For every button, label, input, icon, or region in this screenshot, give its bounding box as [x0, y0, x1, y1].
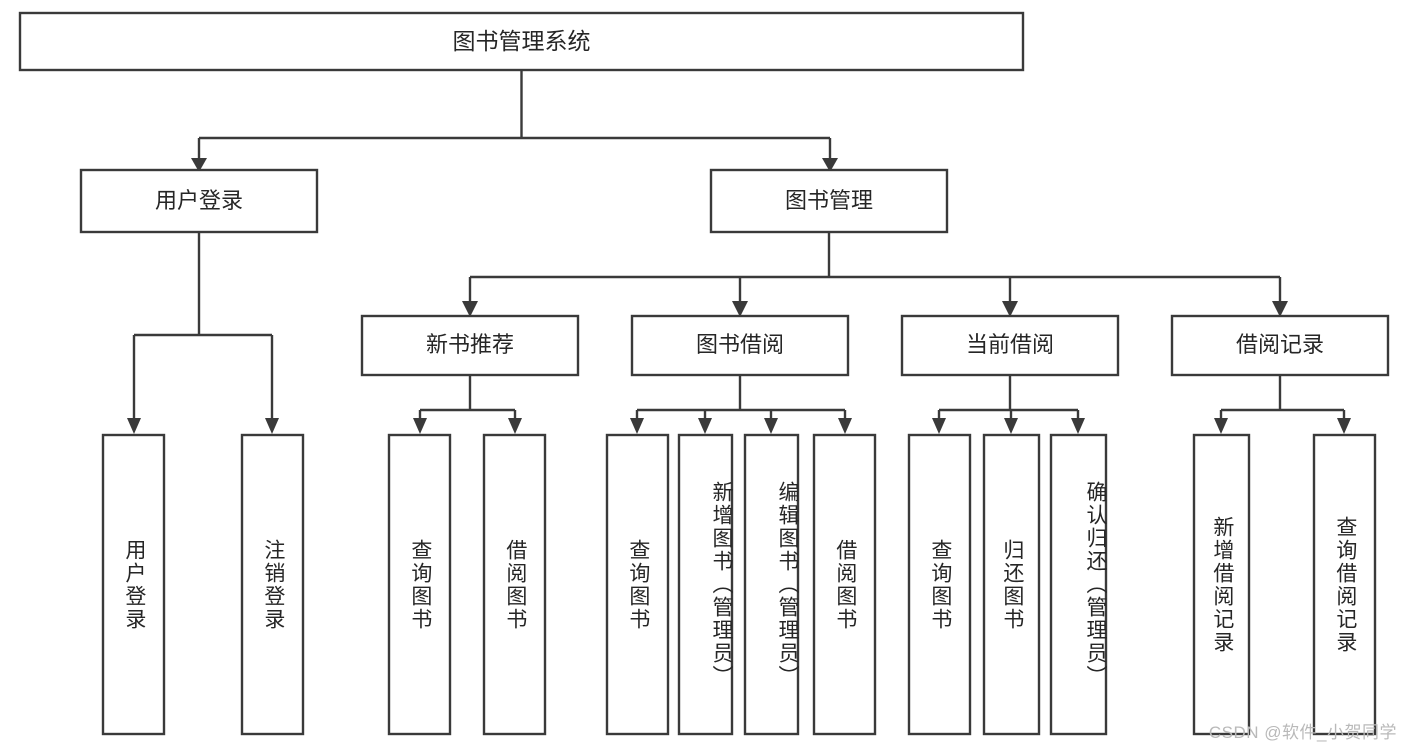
leaf-box-add-book[interactable] [677, 433, 734, 736]
edge-bookmgmt-to-level3-bus [468, 232, 1282, 303]
leaf-box-query-record[interactable] [1312, 433, 1377, 736]
node-root-box[interactable] [18, 11, 1025, 72]
leaf-box-borrow-book-1[interactable] [482, 433, 547, 736]
leaf-box-borrow-book-2[interactable] [812, 433, 877, 736]
arrow-to-user-login [191, 158, 207, 172]
edge-bookborrow-to-leaves [635, 375, 847, 420]
arrow-leaf-borrow-book-1 [508, 418, 522, 434]
node-new-book-recommend-box[interactable] [360, 314, 580, 377]
node-new-book-recommend[interactable]: 新书推荐 [360, 314, 580, 377]
edge-currentborrow-to-leaves [937, 375, 1080, 420]
node-book-management[interactable]: 图书管理 [709, 168, 949, 234]
node-book-borrow-label: 图书借阅 [696, 332, 784, 357]
leaf-box-query-book-1[interactable] [387, 433, 452, 736]
node-root-label: 图书管理系统 [453, 28, 591, 54]
arrow-leaf-return-book [1004, 418, 1018, 434]
arrow-leaf-confirm-return [1071, 418, 1085, 434]
node-current-borrow[interactable]: 当前借阅 [900, 314, 1120, 377]
node-book-borrow-box[interactable] [630, 314, 850, 377]
arrow-leaf-query-record [1337, 418, 1351, 434]
connector-layer [127, 70, 1351, 434]
node-user-login[interactable]: 用户登录 [79, 168, 319, 234]
node-book-borrow[interactable]: 图书借阅 [630, 314, 850, 377]
arrow-to-book-borrow [732, 301, 748, 317]
node-current-borrow-box[interactable] [900, 314, 1120, 377]
arrow-leaf-logout [265, 418, 279, 434]
node-book-management-box[interactable] [709, 168, 949, 234]
watermark-text: CSDN @软件_小贺同学 [1208, 723, 1397, 742]
leaf-box-edit-book[interactable] [743, 433, 800, 736]
arrow-leaf-user-login [127, 418, 141, 434]
leaf-box-query-book-3[interactable] [907, 433, 972, 736]
arrow-to-borrow-record [1272, 301, 1288, 317]
arrow-leaf-add-record [1214, 418, 1228, 434]
leaf-box-user-login[interactable] [101, 433, 166, 736]
node-root[interactable]: 图书管理系统 [18, 11, 1025, 72]
node-borrow-record-box[interactable] [1170, 314, 1390, 377]
leaf-box-return-book[interactable] [982, 433, 1041, 736]
node-borrow-record-label: 借阅记录 [1236, 332, 1324, 357]
arrow-leaf-edit-book [764, 418, 778, 434]
node-current-borrow-label: 当前借阅 [966, 332, 1054, 357]
arrow-leaf-query-book-2 [630, 418, 644, 434]
arrow-to-new-book-rec [462, 301, 478, 317]
leaf-box-logout[interactable] [240, 433, 305, 736]
node-user-login-label: 用户登录 [155, 188, 243, 213]
node-borrow-record[interactable]: 借阅记录 [1170, 314, 1390, 377]
edge-newbook-to-leaves [418, 375, 517, 420]
edge-root-to-level2-bus [197, 70, 832, 160]
leaf-box-query-book-2[interactable] [605, 433, 670, 736]
arrow-leaf-borrow-book-2 [838, 418, 852, 434]
edge-borrowrecord-to-leaves [1219, 375, 1346, 420]
arrow-leaf-query-book-1 [413, 418, 427, 434]
arrow-leaf-add-book [698, 418, 712, 434]
node-user-login-box[interactable] [79, 168, 319, 234]
arrow-to-book-management [822, 158, 838, 172]
edge-userlogin-to-leaves [132, 232, 274, 420]
leaf-box-confirm-return[interactable] [1049, 433, 1108, 736]
arrow-to-current-borrow [1002, 301, 1018, 317]
leaf-box-add-record[interactable] [1192, 433, 1251, 736]
leaf-boxes-layer [101, 433, 1377, 736]
node-new-book-recommend-label: 新书推荐 [426, 332, 514, 357]
arrow-leaf-query-book-3 [932, 418, 946, 434]
node-book-management-label: 图书管理 [785, 188, 873, 213]
